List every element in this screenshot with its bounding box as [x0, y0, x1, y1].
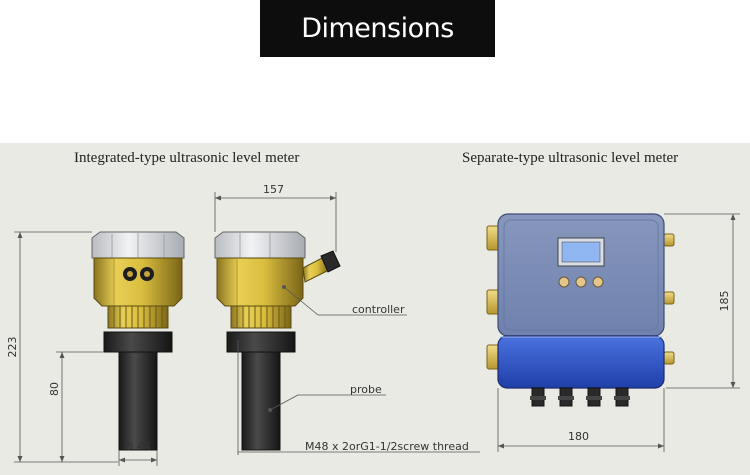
- dim-width-157: 157: [263, 183, 284, 196]
- dim-height-185: 185: [718, 291, 731, 312]
- enclosure-cable-glands: [530, 387, 630, 407]
- integrated-side-view: [214, 231, 341, 451]
- separate-type-heading: Separate-type ultrasonic level meter: [462, 150, 679, 166]
- integrated-dimension-lines: [14, 192, 480, 466]
- thread-note: M48 x 2orG1-1/2screw thread: [305, 440, 469, 453]
- cable-gland-icon: [123, 267, 154, 281]
- integrated-front-view: [91, 231, 185, 451]
- callout-probe: probe: [350, 383, 382, 396]
- side-cable-gland-icon: [302, 250, 341, 283]
- dim-height-223: 223: [6, 337, 19, 358]
- diameter-symbol: ∅: [124, 440, 134, 453]
- separate-dimension-lines: [497, 213, 740, 452]
- dim-width-180: 180: [568, 430, 589, 443]
- callout-controller: controller: [352, 303, 405, 316]
- dim-height-80: 80: [48, 382, 61, 396]
- separate-type-enclosure: [486, 213, 675, 407]
- dim-diameter-44: 44: [137, 440, 151, 453]
- integrated-dimension-arrows: [17, 195, 336, 463]
- dimensions-title: Dimensions: [260, 0, 495, 57]
- separate-dimension-arrows: [498, 214, 736, 449]
- integrated-type-heading: Integrated-type ultrasonic level meter: [74, 150, 300, 166]
